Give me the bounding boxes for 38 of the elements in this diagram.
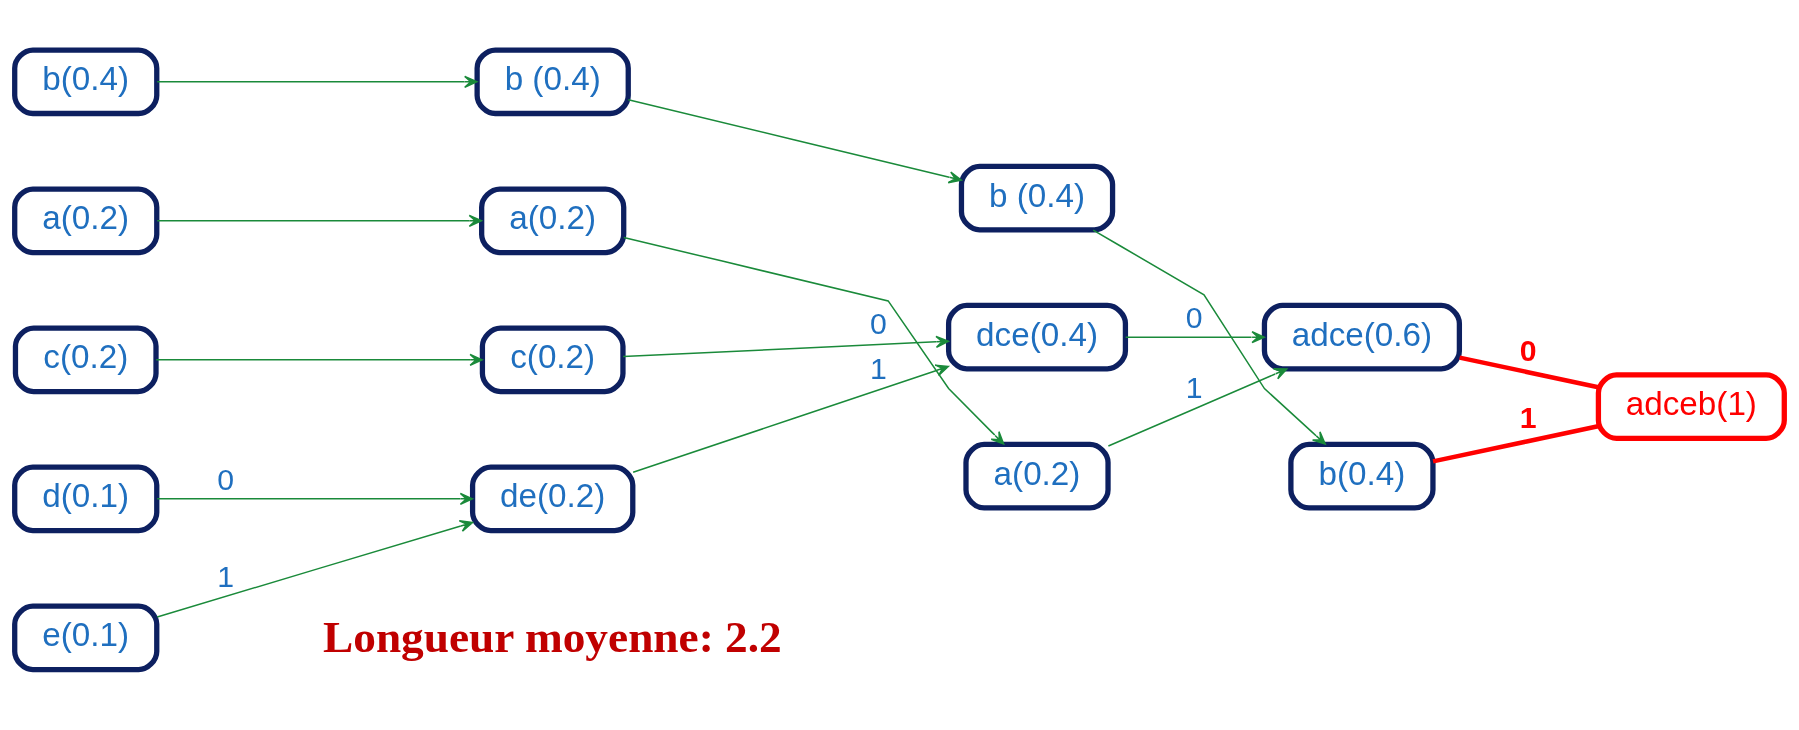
arrow bbox=[156, 492, 474, 505]
node-box: de(0.2) bbox=[469, 464, 636, 533]
arrow bbox=[1124, 330, 1265, 343]
arrow bbox=[1092, 228, 1326, 445]
connector bbox=[1432, 423, 1599, 464]
arrow bbox=[155, 353, 483, 366]
node-box: b(0.4) bbox=[12, 46, 160, 116]
edge-label: 1 bbox=[870, 351, 887, 385]
arrow bbox=[627, 98, 963, 183]
node-box: c(0.2) bbox=[12, 324, 159, 394]
node-box: b (0.4) bbox=[474, 46, 631, 116]
node-box: d(0.1) bbox=[12, 464, 160, 533]
arrow bbox=[622, 335, 950, 357]
edge-label: 0 bbox=[1185, 300, 1203, 334]
arrow bbox=[632, 363, 950, 473]
edge-label: 0 bbox=[870, 306, 887, 340]
node-box: c(0.2) bbox=[479, 324, 626, 394]
node-box: e(0.1) bbox=[12, 603, 160, 672]
node-box: adceb(1) bbox=[1595, 371, 1787, 441]
arrow bbox=[156, 519, 474, 618]
edge-label: 1 bbox=[217, 559, 235, 593]
arrow bbox=[623, 236, 1005, 445]
node-box: a(0.2) bbox=[479, 185, 627, 255]
node-box: a(0.2) bbox=[12, 185, 160, 255]
edge-label: 1 bbox=[1519, 400, 1537, 434]
arrow bbox=[156, 75, 478, 88]
node-box: b(0.4) bbox=[1288, 441, 1436, 511]
node-box: a(0.2) bbox=[963, 441, 1111, 511]
edge-label: 1 bbox=[1185, 370, 1203, 404]
node-box: adce(0.6) bbox=[1261, 302, 1463, 372]
edge-label: 0 bbox=[1519, 333, 1537, 367]
arrow bbox=[1107, 367, 1288, 447]
edge-label: 0 bbox=[217, 462, 235, 496]
arrow bbox=[156, 214, 483, 227]
label: Longueur moyenne: 2.2 bbox=[322, 611, 782, 662]
node-box: dce(0.4) bbox=[945, 302, 1129, 372]
connector bbox=[1459, 354, 1599, 389]
node-box: b (0.4) bbox=[958, 163, 1116, 232]
